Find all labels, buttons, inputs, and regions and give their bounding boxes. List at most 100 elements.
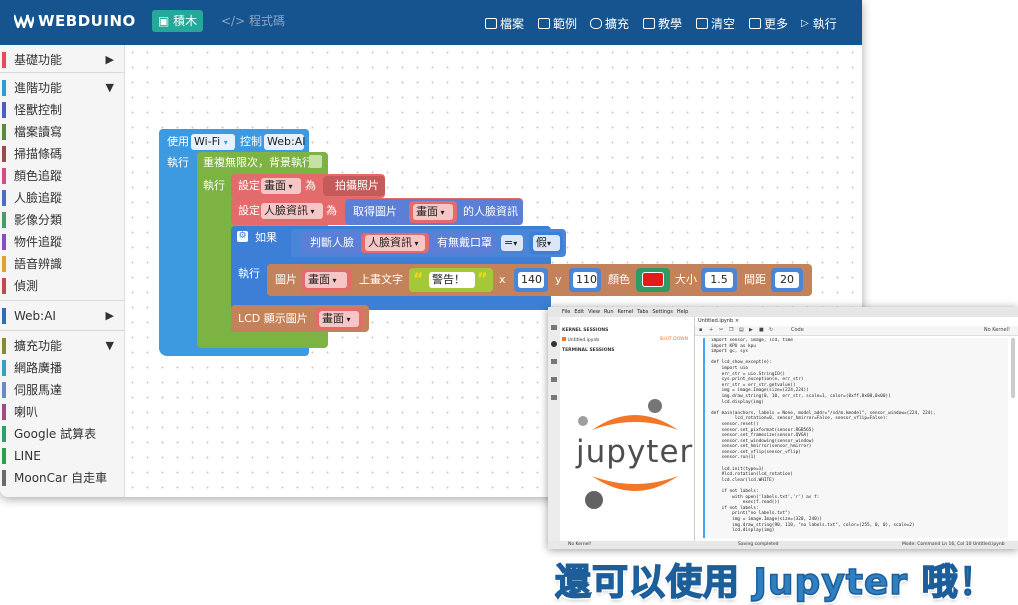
category-color-bar	[2, 146, 6, 162]
sidebar-category[interactable]: Web:AI▶	[0, 305, 124, 327]
save-icon[interactable]: ▪	[699, 327, 703, 333]
paste-icon[interactable]: ▤	[739, 327, 744, 333]
equals-operator-dropdown[interactable]: =▾	[501, 235, 523, 251]
sidebar-category[interactable]: 擴充功能▼	[0, 335, 124, 357]
jupyter-menu-kernel[interactable]: Kernel	[617, 309, 634, 315]
jupyter-menu-tabs[interactable]: Tabs	[637, 309, 649, 315]
board-name-field[interactable]: Web:AI	[264, 134, 305, 150]
sidebar-category[interactable]: 掃描條碼	[0, 143, 124, 165]
sidebar-category[interactable]: 人臉追蹤	[0, 187, 124, 209]
sidebar-category[interactable]: Google 試算表	[0, 423, 124, 445]
face-info-variable-dropdown[interactable]: 人臉資訊 ▾	[261, 203, 323, 219]
run-cell-icon[interactable]: ▶	[749, 327, 753, 333]
sidebar-category[interactable]: 偵測	[0, 275, 124, 297]
screen-variable-dropdown-2[interactable]: 畫面 ▾	[413, 204, 453, 220]
add-cell-icon[interactable]: +	[709, 327, 714, 333]
jupyter-menu-file[interactable]: File	[562, 309, 571, 315]
tabs-icon[interactable]	[551, 377, 557, 382]
blocks-mode-button[interactable]: ▣ 積木	[152, 10, 204, 32]
jupyter-menu-help[interactable]: Help	[676, 309, 689, 315]
cut-icon[interactable]: ✂	[719, 327, 724, 333]
menu-file-button[interactable]: 檔案	[485, 14, 524, 32]
boolean-dropdown[interactable]: 假▾	[533, 235, 560, 251]
screen-variable-dropdown[interactable]: 畫面 ▾	[261, 178, 301, 194]
category-label: MoonCar 自走車	[14, 471, 108, 485]
cell-type-select[interactable]: Code	[791, 327, 804, 333]
sidebar-category[interactable]: 影像分類	[0, 209, 124, 231]
sidebar-category[interactable]: 網路廣播	[0, 357, 124, 379]
menu-extensions-button[interactable]: 擴充	[590, 14, 629, 32]
chevron-down-icon: ▾	[223, 138, 228, 147]
notebook-toolbar: ▪ + ✂ ❐ ▤ ▶ ■ ↻ Code No Kernel!	[695, 326, 1018, 336]
screen-variable-dropdown-4[interactable]: 畫面 ▾	[319, 311, 359, 327]
chevron-down-icon: ▾	[438, 208, 445, 217]
x-number-field[interactable]: 140	[518, 272, 544, 288]
shutdown-button[interactable]: SHUT DOWN	[659, 337, 688, 342]
close-icon[interactable]: ×	[734, 318, 740, 324]
jupyter-left-rail	[548, 317, 560, 541]
menu-clear-button[interactable]: 清空	[696, 14, 735, 32]
spacing-number-field[interactable]: 20	[775, 272, 799, 288]
sidebar-category[interactable]: 伺服馬達	[0, 379, 124, 401]
sidebar-category[interactable]: 進階功能▼	[0, 77, 124, 99]
color-swatch[interactable]	[642, 272, 664, 287]
menu-run-button[interactable]: ▷執行	[801, 14, 837, 32]
stop-icon[interactable]: ■	[759, 327, 764, 333]
sidebar-divider	[0, 330, 124, 331]
sidebar-category[interactable]: 語音辨識	[0, 253, 124, 275]
sidebar-category[interactable]: 檔案讀寫	[0, 121, 124, 143]
jupyter-menu-run[interactable]: Run	[603, 309, 614, 315]
category-label: 影像分類	[14, 213, 63, 227]
copy-icon[interactable]: ❐	[729, 327, 734, 333]
restart-icon[interactable]: ↻	[769, 327, 774, 333]
wifi-dropdown[interactable]: Wi-Fi ▾	[191, 134, 235, 150]
category-label: Google 試算表	[14, 427, 97, 441]
promo-caption: 還可以使用 Jupyter 哦！	[554, 561, 996, 604]
code-mode-button[interactable]: </> 程式碼	[215, 10, 291, 32]
category-color-bar	[2, 102, 6, 118]
wifi-value: Wi-Fi	[194, 135, 221, 148]
category-color-bar	[2, 52, 6, 68]
menu-tutorial-button[interactable]: 教學	[643, 14, 682, 32]
repeat-toggle[interactable]	[309, 155, 322, 168]
gear-icon[interactable]: ⚙	[237, 231, 248, 242]
sidebar-category[interactable]: 喇叭	[0, 401, 124, 423]
equals-operator-value: =	[504, 236, 514, 249]
y-number-field[interactable]: 110	[573, 272, 597, 288]
sidebar-category[interactable]: MoonCar 自走車	[0, 467, 124, 489]
warning-text-field[interactable]: 警告！	[429, 272, 475, 288]
sidebar-category[interactable]: LINE	[0, 445, 124, 467]
commands-icon[interactable]	[551, 359, 557, 364]
size-number-field[interactable]: 1.5	[705, 272, 733, 288]
sidebar-category[interactable]: 怪獸控制	[0, 99, 124, 121]
category-color-bar	[2, 168, 6, 184]
jupyter-menu: File Edit View Run Kernel Tabs Settings …	[548, 307, 688, 317]
warning-text-value: 警告！	[432, 273, 465, 286]
kernel-name[interactable]: No Kernel!	[983, 327, 1010, 333]
face-info-variable-dropdown-2[interactable]: 人臉資訊 ▾	[365, 235, 425, 251]
notebook-tab[interactable]: Untitled.ipynb ×	[695, 317, 778, 326]
code-scrollbar[interactable]	[1011, 338, 1015, 398]
webduino-logo-icon	[14, 14, 34, 28]
jupyter-menu-view[interactable]: View	[588, 309, 600, 315]
screen-variable-dropdown-3[interactable]: 畫面 ▾	[305, 272, 347, 288]
sidebar-divider	[0, 72, 124, 73]
get-image-label: 取得圖片	[353, 205, 397, 218]
take-photo-block[interactable]	[323, 176, 385, 196]
webduino-logo[interactable]: WEBDUINO	[14, 12, 136, 30]
code-cell[interactable]: import sensor, image, lcd, time import K…	[703, 338, 1008, 538]
menu-examples-button[interactable]: 範例	[538, 14, 577, 32]
sidebar-category[interactable]: 物件追蹤	[0, 231, 124, 253]
session-item[interactable]: Untitled.ipynb SHUT DOWN	[562, 337, 690, 344]
sidebar-category[interactable]: 基礎功能▶	[0, 49, 124, 71]
sidebar-category[interactable]: 顏色追蹤	[0, 165, 124, 187]
category-label: 伺服馬達	[14, 383, 63, 397]
running-icon[interactable]	[551, 341, 557, 347]
face-info-of-label: 的人臉資訊	[463, 205, 518, 218]
jupyter-menu-edit[interactable]: Edit	[574, 309, 585, 315]
chevron-down-icon: ▼	[105, 339, 114, 352]
jupyter-menu-settings[interactable]: Settings	[652, 309, 673, 315]
menu-more-button[interactable]: 更多	[749, 14, 788, 32]
extensions-icon[interactable]	[551, 395, 557, 400]
folder-icon[interactable]	[551, 325, 557, 330]
